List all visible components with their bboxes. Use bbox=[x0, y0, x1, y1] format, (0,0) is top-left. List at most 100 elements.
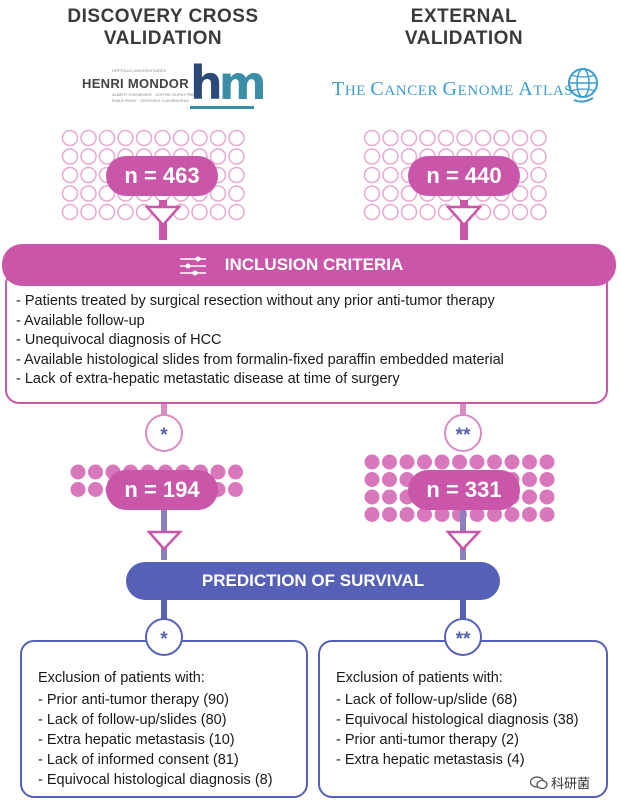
population-dot bbox=[399, 454, 415, 470]
population-dot bbox=[228, 166, 245, 184]
population-dot bbox=[511, 185, 529, 202]
population-dot bbox=[88, 464, 103, 480]
population-dot bbox=[522, 489, 537, 505]
population-dot bbox=[191, 203, 208, 221]
population-dot bbox=[382, 203, 399, 221]
population-dot bbox=[511, 203, 529, 221]
population-dot bbox=[382, 507, 397, 522]
population-dot bbox=[539, 507, 555, 522]
population-dot bbox=[456, 129, 473, 147]
population-dot bbox=[469, 507, 485, 522]
exclusion-item: - Lack of informed consent (81) bbox=[38, 752, 239, 768]
population-dot bbox=[80, 148, 97, 165]
inclusion-item: - Available histological slides from for… bbox=[16, 351, 504, 368]
population-dot bbox=[530, 166, 547, 184]
population-dot bbox=[419, 203, 436, 221]
right-exclusion-box bbox=[318, 640, 608, 798]
population-dot bbox=[382, 148, 399, 165]
exclusion-item: - Extra hepatic metastasis (10) bbox=[38, 732, 235, 748]
population-dot bbox=[209, 148, 227, 165]
henri-mondor-logo: HÔPITAUX UNIVERSITAIRES HENRI MONDOR ALB… bbox=[82, 58, 267, 112]
population-dot bbox=[228, 148, 245, 165]
logo-small-line1: HÔPITAUX UNIVERSITAIRES bbox=[112, 68, 167, 73]
left-column-title: DISCOVERY CROSS VALIDATION bbox=[33, 6, 293, 50]
left-n-pill-463: n = 463 bbox=[106, 156, 218, 196]
population-dot bbox=[399, 507, 415, 522]
right-title-line1: EXTERNAL bbox=[410, 6, 518, 27]
population-dot bbox=[209, 129, 227, 147]
sliders-icon bbox=[180, 256, 206, 276]
population-dot bbox=[70, 482, 86, 497]
population-dot bbox=[504, 507, 520, 522]
right-title-line2: VALIDATION bbox=[404, 28, 524, 49]
population-dot bbox=[61, 129, 79, 147]
population-dot bbox=[70, 464, 86, 480]
population-dot bbox=[209, 185, 227, 202]
population-dot bbox=[382, 472, 397, 487]
inclusion-item: - Patients treated by surgical resection… bbox=[16, 293, 495, 309]
population-dot bbox=[530, 203, 547, 221]
population-dot bbox=[522, 507, 537, 522]
exclusion-item: - Lack of follow-up/slide (68) bbox=[336, 692, 518, 708]
population-dot bbox=[61, 203, 79, 221]
population-dot bbox=[530, 148, 547, 165]
population-dot bbox=[364, 472, 380, 487]
exclusion-item: - Prior anti-tumor therapy (90) bbox=[38, 692, 229, 708]
inclusion-item: - Unequivocal diagnosis of HCC bbox=[16, 332, 222, 348]
population-dot bbox=[437, 129, 455, 147]
population-dot bbox=[80, 129, 97, 147]
population-dot bbox=[504, 454, 520, 470]
funnel-icon bbox=[144, 205, 182, 227]
population-dot bbox=[539, 489, 555, 505]
watermark-text: 科研菌 bbox=[551, 776, 591, 791]
population-dot bbox=[511, 148, 529, 165]
left-title-line2: VALIDATION bbox=[103, 28, 223, 49]
population-dot bbox=[228, 185, 245, 202]
population-dot bbox=[382, 185, 399, 202]
population-dot bbox=[154, 129, 171, 147]
population-dot bbox=[191, 129, 208, 147]
population-dot bbox=[539, 472, 555, 487]
population-dot bbox=[363, 203, 381, 221]
left-n-pill-194: n = 194 bbox=[106, 470, 218, 510]
population-dot bbox=[493, 129, 510, 147]
population-dot bbox=[98, 129, 116, 147]
population-dot bbox=[364, 489, 380, 505]
inclusion-list: - Patients treated by surgical resection… bbox=[16, 292, 504, 390]
population-dot bbox=[417, 507, 432, 522]
population-dot bbox=[98, 203, 116, 221]
logo-small-line2: ALBERT CHENEVIER · JOFFRE DUPUYTREN bbox=[112, 92, 197, 97]
population-dot bbox=[400, 185, 418, 202]
population-dot bbox=[469, 454, 485, 470]
population-dot bbox=[80, 166, 97, 184]
funnel-icon bbox=[445, 530, 482, 551]
population-dot bbox=[474, 129, 492, 147]
population-dot bbox=[98, 148, 116, 165]
population-dot bbox=[382, 454, 397, 470]
population-dot bbox=[363, 129, 381, 147]
right-n-pill-331: n = 331 bbox=[408, 470, 520, 510]
population-dot bbox=[117, 129, 134, 147]
population-dot bbox=[522, 454, 537, 470]
population-dot bbox=[88, 482, 103, 497]
exclusion-item: - Equivocal histological diagnosis (38) bbox=[336, 712, 579, 728]
population-dot bbox=[80, 203, 97, 221]
population-dot bbox=[511, 129, 529, 147]
population-dot bbox=[417, 454, 432, 470]
logo-name: HENRI MONDOR bbox=[82, 76, 189, 91]
left-exclusion-text: Exclusion of patients with: - Prior anti… bbox=[38, 668, 273, 790]
population-dot bbox=[210, 464, 226, 480]
population-dot bbox=[382, 129, 399, 147]
population-dot bbox=[487, 507, 502, 522]
inclusion-criteria-band: INCLUSION CRITERIA bbox=[2, 244, 616, 286]
population-dot bbox=[363, 185, 381, 202]
exclusion-item: - Equivocal histological diagnosis (8) bbox=[38, 772, 273, 788]
right-n-pill-440: n = 440 bbox=[408, 156, 520, 196]
population-dot bbox=[364, 454, 380, 470]
population-dot bbox=[400, 148, 418, 165]
watermark: 科研菌 bbox=[529, 773, 591, 792]
population-dot bbox=[209, 203, 227, 221]
population-dot bbox=[172, 129, 190, 147]
right-star-marker: ** bbox=[444, 414, 482, 452]
inclusion-title: INCLUSION CRITERIA bbox=[224, 255, 404, 274]
